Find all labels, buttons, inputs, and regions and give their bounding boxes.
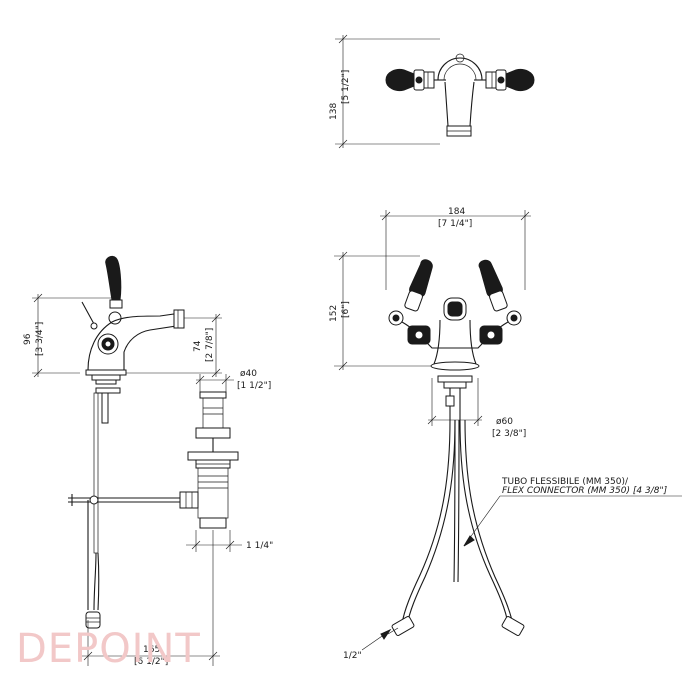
dim-depth-mm: 165 xyxy=(143,645,160,655)
dim-side-height-mm: 96 xyxy=(23,333,33,345)
dim-depth-in: [6 1/2"] xyxy=(134,657,168,667)
dim-front-width-mm: 184 xyxy=(448,207,465,217)
dim-base-dia-in: [2 3/8"] xyxy=(492,429,526,439)
top-view: 138 [5 1/2"] xyxy=(329,34,535,149)
dim-connection: 1/2" xyxy=(343,651,362,661)
dim-spout-height-in: [2 7/8"] xyxy=(205,328,215,362)
dim-top-height-mm: 138 xyxy=(329,103,339,120)
side-view: 96 [3 3/4"] 74 [2 7/8"] xyxy=(23,255,273,667)
dim-waste-outlet: 1 1/4" xyxy=(246,541,273,551)
dim-waste-dia-mm: ø40 xyxy=(240,369,257,379)
dim-base-dia-mm: ø60 xyxy=(496,417,513,427)
dim-top-height-in: [5 1/2"] xyxy=(341,70,351,104)
flex-note-line1: TUBO FLESSIBILE (MM 350)/ xyxy=(501,477,629,487)
dim-spout-height-mm: 74 xyxy=(193,340,203,352)
flex-note-line2: FLEX CONNECTOR (MM 350) [4 3/8"] xyxy=(502,486,668,496)
brand-logo: DEPOINT xyxy=(16,626,201,672)
dim-side-height-in: [3 3/4"] xyxy=(35,322,45,356)
dim-waste-dia-in: [1 1/2"] xyxy=(237,381,271,391)
front-view: 184 [7 1/4"] 152 [6"] xyxy=(329,207,682,661)
dim-front-height-in: [6"] xyxy=(341,301,351,318)
dim-front-width-in: [7 1/4"] xyxy=(438,219,472,229)
dim-front-height-mm: 152 xyxy=(329,305,339,322)
